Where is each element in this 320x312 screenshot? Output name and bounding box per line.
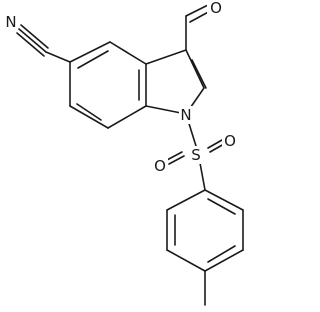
benzene-ring [69,41,147,129]
atom-indole-n: N [179,106,193,124]
svg-text:N: N [5,13,16,31]
s-aryl-bond [199,162,206,191]
atom-nitrile-n: N [4,12,18,31]
atom-aldehyde-o: O [207,0,223,17]
nitrile-bond [16,24,49,57]
svg-text:N: N [180,106,191,124]
nitrile-to-ring-bond [45,51,71,63]
svg-text:O: O [224,132,236,150]
molecule-drawing: N O N S O O [4,0,244,306]
tolyl-ring [166,189,244,272]
svg-text:S: S [191,146,201,164]
sulfonyl-bonds [166,139,225,165]
svg-text:O: O [210,0,222,17]
pyrrole-ring [145,49,207,115]
atom-sulfur: S [188,146,204,164]
svg-text:O: O [154,157,166,175]
atom-sulfonyl-o-left: O [152,157,168,175]
atom-sulfonyl-o-right: O [222,132,238,150]
structure-canvas: N O N S O O [4,0,244,306]
